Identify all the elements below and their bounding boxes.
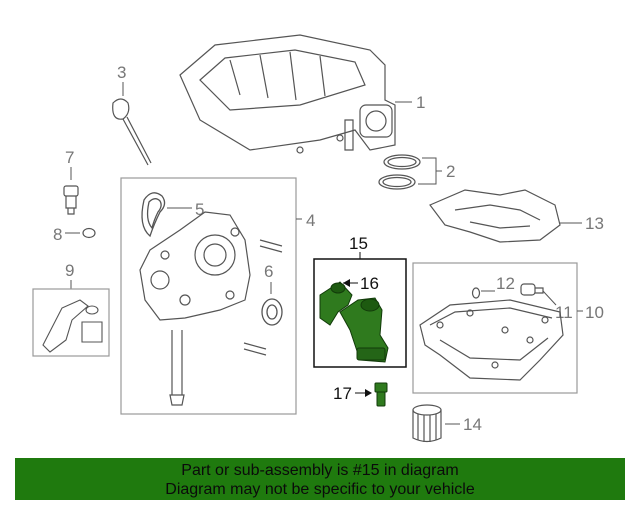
- part-17-fitting[interactable]: [374, 382, 388, 407]
- box-10: [412, 262, 578, 394]
- washer[interactable]: [82, 227, 96, 239]
- callout-2: 2: [446, 162, 455, 181]
- baffle-plate[interactable]: [429, 189, 561, 243]
- callout-4: 4: [306, 211, 315, 230]
- banner-line-2: Diagram may not be specific to your vehi…: [165, 481, 475, 498]
- oil-pressure-sensor[interactable]: [63, 185, 79, 215]
- info-banner: Part or sub-assembly is #15 in diagram D…: [15, 458, 625, 500]
- callout-10: 10: [585, 303, 604, 322]
- callout-1: 1: [416, 93, 425, 112]
- callout-12: 12: [496, 274, 515, 293]
- callout-9: 9: [65, 261, 74, 280]
- oil-filter[interactable]: [412, 404, 442, 443]
- parts-diagram: 1 2 3 7 8 9 4 5: [32, 34, 604, 443]
- oil-pump[interactable]: [139, 211, 283, 406]
- callout-8: 8: [53, 225, 62, 244]
- oil-pan[interactable]: [419, 299, 564, 381]
- callout-14: 14: [463, 415, 482, 434]
- callout-13: 13: [585, 214, 604, 233]
- callout-16: 16: [360, 274, 379, 293]
- box-9: [32, 288, 110, 357]
- callout-5: 5: [195, 200, 204, 219]
- drain-washer[interactable]: [471, 287, 481, 299]
- box-15: [313, 258, 407, 368]
- intake-manifold[interactable]: [179, 34, 396, 154]
- seal-part-5[interactable]: [141, 192, 166, 238]
- callout-3: 3: [117, 63, 126, 82]
- banner-line-1: Part or sub-assembly is #15 in diagram: [181, 462, 459, 479]
- box-4: [120, 177, 297, 415]
- gaskets[interactable]: [378, 154, 421, 190]
- callout-7: 7: [65, 148, 74, 167]
- dipstick[interactable]: [112, 98, 152, 166]
- drain-plug[interactable]: [520, 283, 544, 296]
- crank-seal[interactable]: [261, 298, 283, 326]
- callout-17: 17: [333, 384, 352, 403]
- callout-15: 15: [349, 234, 368, 253]
- oil-strainer[interactable]: [42, 299, 103, 353]
- callout-11: 11: [555, 303, 573, 322]
- oil-filter-housing[interactable]: [319, 281, 389, 363]
- callout-6: 6: [264, 262, 273, 281]
